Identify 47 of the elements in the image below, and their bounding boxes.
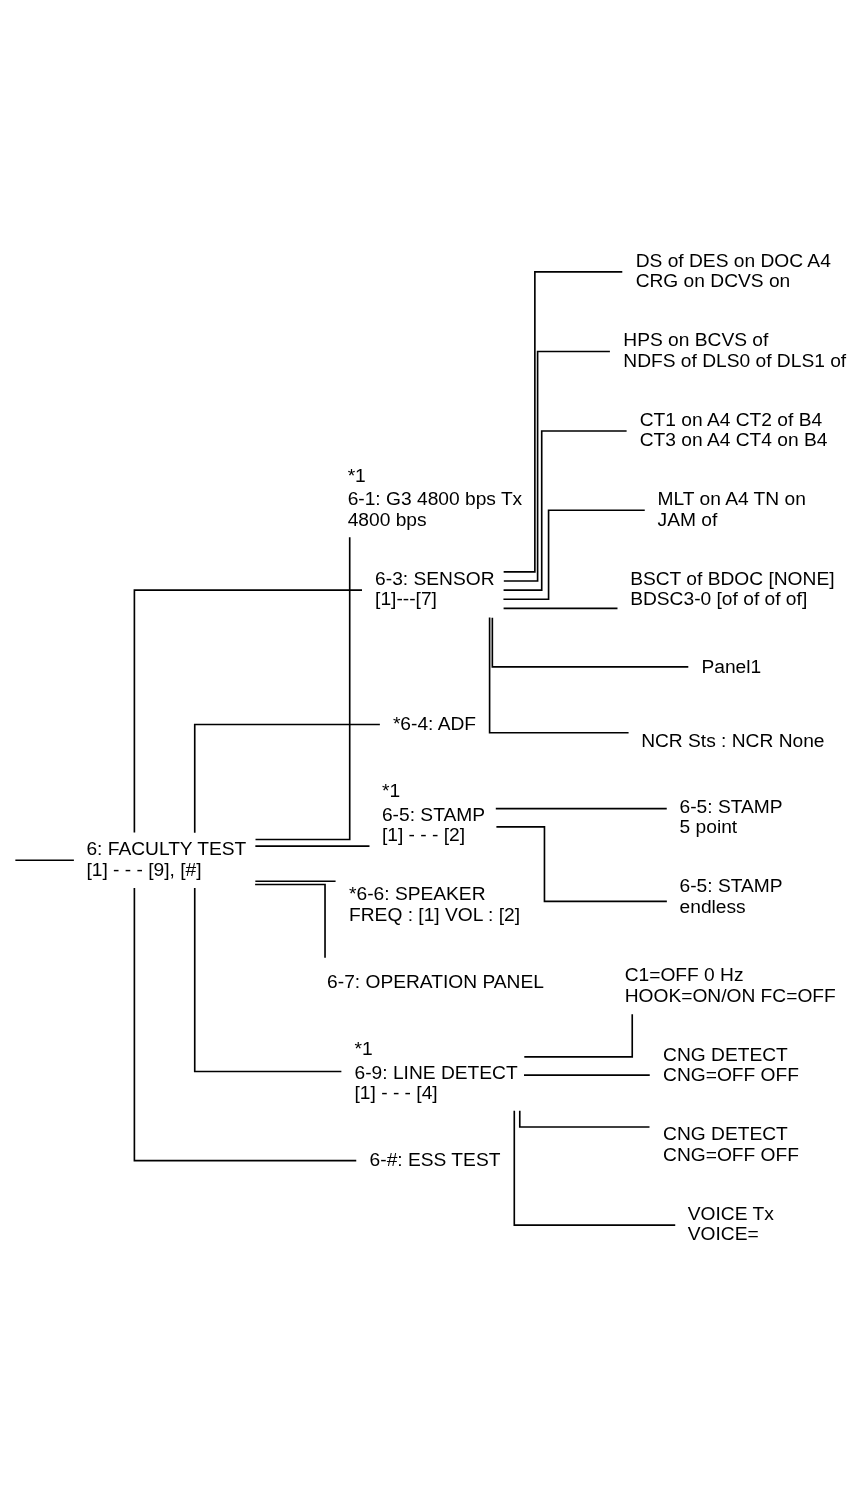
node-text: BSCT of BDOC [NONE] BDSC3-0 [of of of of] [630,567,835,610]
node-text: CT1 on A4 CT2 of B4 CT3 on A4 CT4 on B4 [639,408,828,451]
connector [502,607,619,610]
connector [518,1109,651,1128]
node-text: C1=OFF 0 Hz HOOK=ON/ON FC=OFF [624,964,836,1006]
node-text: 6-#: ESS TEST [369,1149,501,1171]
node-text: 6-5: STAMP [1] - - - [2] [381,803,486,846]
node-text: HPS on BCVS of NDFS of DLS0 of DLS1 of [623,329,847,371]
node-text: 6-5: STAMP endless [679,875,783,917]
node-text: *6-6: SPEAKER FREQ : [1] VOL : [2] [349,883,520,925]
node-text: 6-9: LINE DETECT [1] - - - [4] [354,1061,518,1104]
node-text: VOICE Tx VOICE= [687,1202,774,1245]
node-text: 6: FACULTY TEST [1] - - - [9], [#] [86,838,247,880]
connector [503,350,611,582]
connector [495,826,668,903]
connector [254,845,371,847]
connector [193,887,343,1073]
node-text: Panel1 [701,655,762,677]
node-text: MLT on A4 TN on JAM of [657,488,806,530]
connector [502,509,646,601]
node-label: *1 [354,1038,373,1060]
connector [502,271,624,573]
node-text: 6-5: STAMP 5 point [679,795,783,838]
connector [523,1074,651,1076]
node-text: CNG DETECT CNG=OFF OFF [663,1043,799,1086]
connector [193,723,381,834]
connector [133,887,358,1162]
connector [488,616,630,734]
connector [491,617,690,668]
connector [502,430,628,591]
node-label: *1 [381,780,401,802]
connector [254,883,326,959]
node-text: 6-7: OPERATION PANEL [327,971,544,993]
node-text: DS of DES on DOC A4 CRG on DCVS on [635,249,831,292]
connector [133,589,363,834]
connector [254,880,337,883]
node-text: CNG DETECT CNG=OFF OFF [663,1123,799,1165]
connector [254,536,351,841]
connector [494,807,668,810]
node-text: 6-1: G3 4800 bps Tx 4800 bps [347,488,523,530]
node-label: *1 [347,465,366,487]
connector [513,1109,677,1226]
connector [523,1013,634,1058]
node-text: 6-3: SENSOR [1]---[7] [375,567,495,610]
node-text: NCR Sts : NCR None [641,729,825,751]
connector [14,859,75,862]
node-text: *6-4: ADF [392,713,477,735]
